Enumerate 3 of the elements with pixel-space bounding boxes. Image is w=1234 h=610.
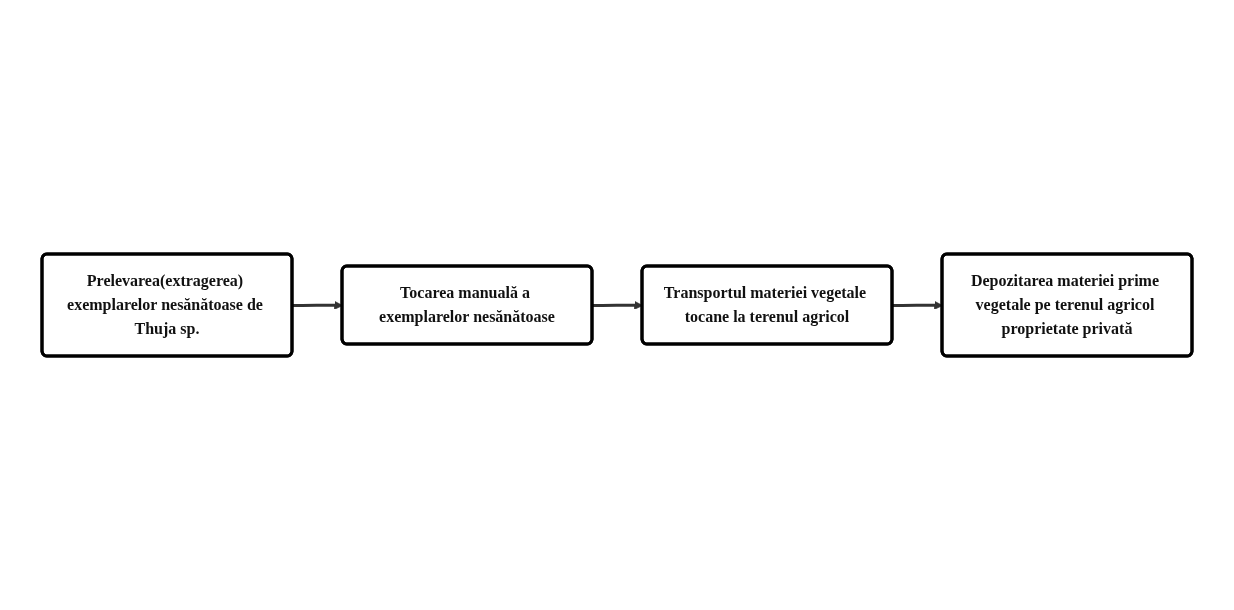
arrow — [592, 300, 643, 310]
arrow — [892, 300, 943, 310]
arrow — [292, 300, 343, 310]
